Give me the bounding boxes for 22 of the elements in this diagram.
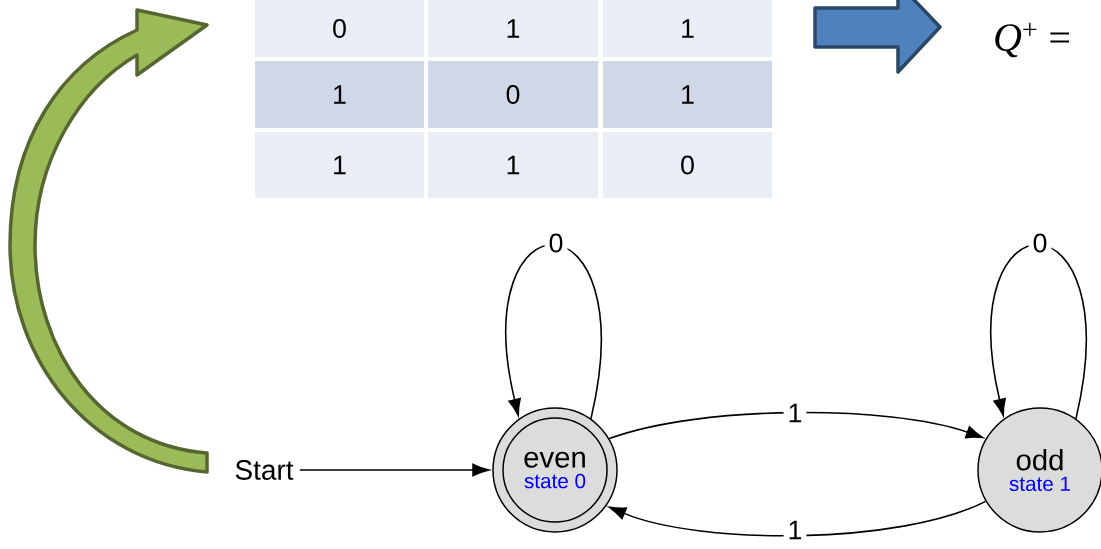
edge-label: 1 — [783, 516, 807, 544]
arrow — [299, 463, 490, 477]
table-cell: 0 — [603, 132, 772, 198]
arrow — [990, 244, 1087, 420]
table-cell: 0 — [255, 0, 424, 57]
table-cell: 1 — [428, 132, 598, 198]
arrow — [608, 500, 987, 537]
block-arrow — [8, 8, 209, 474]
table-cell: 1 — [603, 0, 772, 57]
table-cell: 0 — [428, 61, 598, 128]
table-cell: 1 — [255, 61, 424, 128]
formula: Q$^{+}$ = — [995, 22, 1069, 58]
arrow — [608, 411, 984, 440]
edge-label: 0 — [544, 229, 568, 257]
table-cell: 1 — [603, 61, 772, 128]
table-cell: 1 — [255, 132, 424, 198]
table-cell: 1 — [428, 0, 598, 57]
start-label: Start — [235, 460, 294, 480]
edge-label: 1 — [783, 399, 807, 427]
edge-label: 0 — [1028, 229, 1052, 257]
block-arrow — [813, 0, 942, 74]
arrow — [505, 244, 602, 420]
